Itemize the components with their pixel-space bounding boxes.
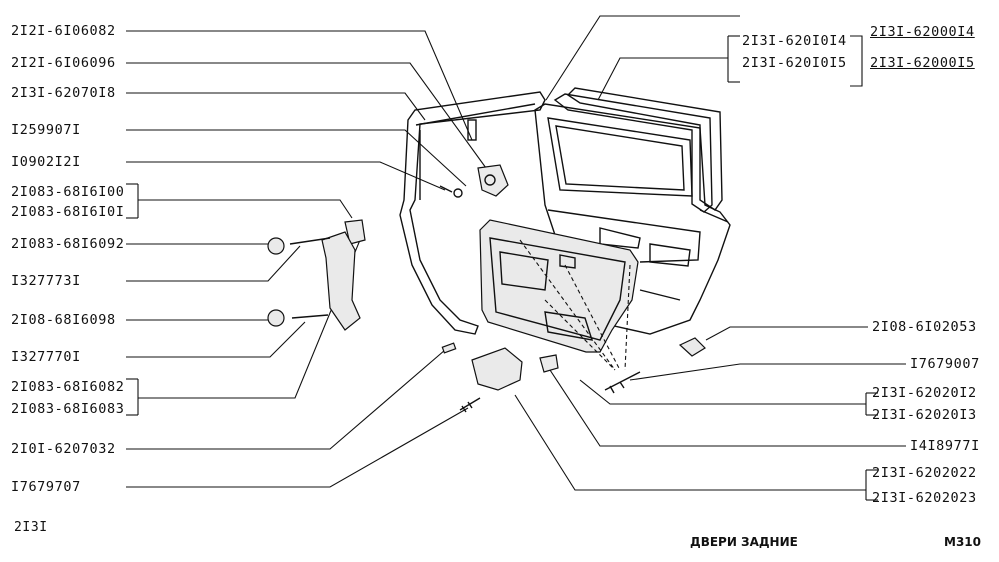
label-left-3: I259907I: [11, 122, 81, 138]
label-right-1: I7679007: [910, 356, 980, 372]
label-top-inner-0: 2I3I-620I0I4: [742, 33, 847, 49]
page-code: M310: [944, 535, 981, 549]
door-shell: [534, 103, 731, 335]
label-left-1: 2I2I-6I06096: [11, 55, 116, 71]
label-top-inner-1: 2I3I-620I0I5: [742, 55, 847, 71]
label-left-9: 2I08-68I6098: [11, 312, 116, 328]
handle-assembly: [267, 219, 366, 331]
lock-hardware: [439, 119, 509, 198]
trim-panel: [479, 219, 639, 371]
label-right-0: 2I08-6I02053: [872, 319, 977, 335]
armrest-cover: [441, 342, 559, 391]
label-right-6: 2I3I-6202023: [872, 490, 977, 506]
label-right-2: 2I3I-62020I2: [872, 385, 977, 401]
label-left-12: 2I083-68I6083: [11, 401, 125, 417]
label-left-7: 2I083-68I6092: [11, 236, 125, 252]
label-right-4: I4I8977I: [910, 438, 980, 454]
page-title: ДВЕРИ ЗАДНИЕ: [690, 535, 798, 549]
label-left-2: 2I3I-62070I8: [11, 85, 116, 101]
label-right-5: 2I3I-6202022: [872, 465, 977, 481]
label-right-3: 2I3I-62020I3: [872, 407, 977, 423]
label-left-14: I7679707: [11, 479, 81, 495]
screws: [459, 337, 706, 413]
label-left-5: 2I083-68I6I00: [11, 184, 125, 200]
label-left-4: I0902I2I: [11, 154, 81, 170]
label-left-11: 2I083-68I6082: [11, 379, 125, 395]
label-left-13: 2I0I-6207032: [11, 441, 116, 457]
label-top-outer-1: 2I3I-62000I5: [870, 55, 975, 71]
label-left-0: 2I2I-6I06082: [11, 23, 116, 39]
label-left-10: I327770I: [11, 349, 81, 365]
leader-lines: [126, 15, 906, 501]
label-left-6: 2I083-68I6I0I: [11, 204, 125, 220]
label-left-8: I327773I: [11, 273, 81, 289]
label-top-outer-0: 2I3I-62000I4: [870, 24, 975, 40]
model-code: 2I3I: [14, 520, 48, 535]
door-seal: [399, 91, 546, 335]
